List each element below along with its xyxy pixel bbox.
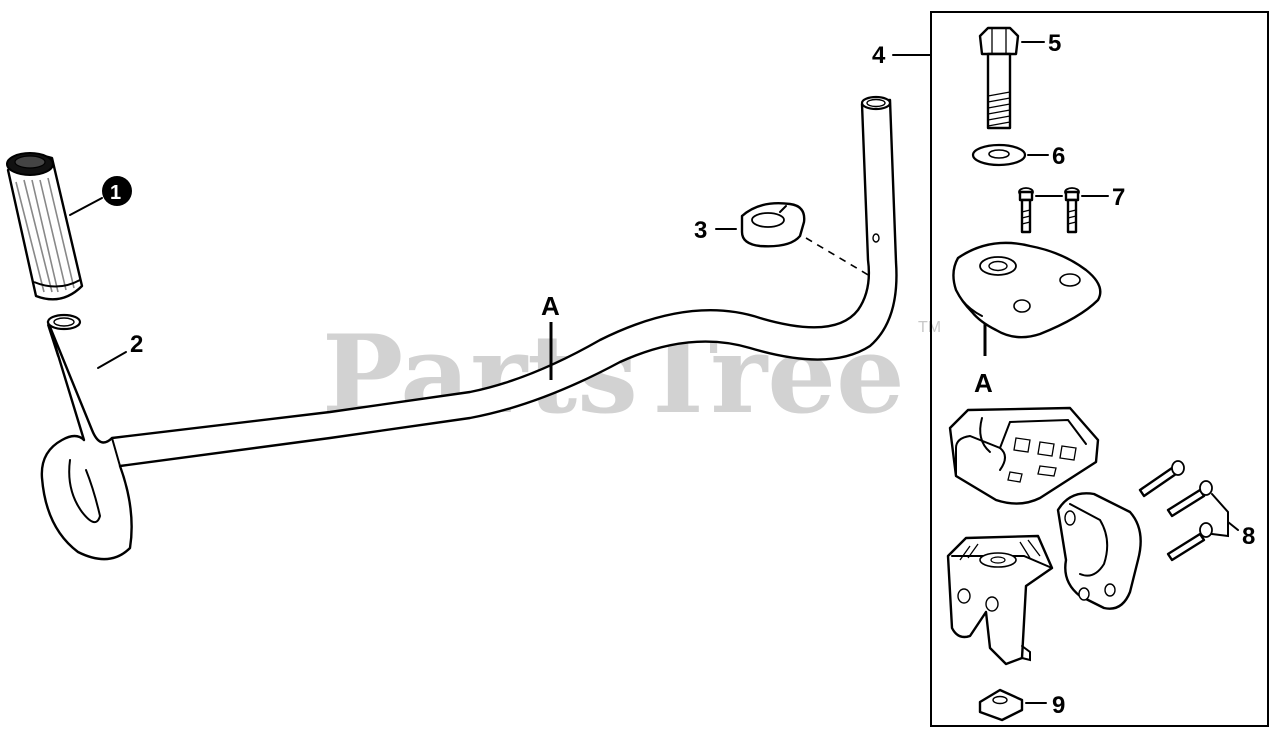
callout-1[interactable]: 1 <box>69 176 132 216</box>
callout-7-label: 7 <box>1112 184 1125 211</box>
handle-tube[interactable] <box>40 95 898 561</box>
long-screw-top[interactable] <box>1138 460 1185 498</box>
section-a-label-right: A <box>974 368 993 398</box>
clamp-lower-block[interactable] <box>946 534 1054 666</box>
section-marker-a-right: A <box>974 322 993 398</box>
square-nut[interactable] <box>978 688 1024 722</box>
callout-8-label: 8 <box>1242 523 1255 550</box>
hex-bolt[interactable] <box>978 26 1020 130</box>
section-a-label-left: A <box>541 291 560 321</box>
callout-4-label: 4 <box>872 42 886 69</box>
callout-2[interactable]: 2 <box>97 331 143 369</box>
handle-clip[interactable] <box>740 202 806 248</box>
clamp-cover-plate[interactable] <box>952 241 1102 339</box>
callout-3-label: 3 <box>694 217 707 244</box>
callout-9[interactable]: 9 <box>1025 692 1065 719</box>
callout-2-label: 2 <box>130 331 143 358</box>
callout-4[interactable]: 4 <box>872 42 932 69</box>
section-marker-a-left: A <box>541 291 560 380</box>
callout-3[interactable]: 3 <box>694 217 737 244</box>
hand-grip[interactable] <box>6 152 84 301</box>
watermark-trademark: TM <box>918 319 941 336</box>
clamp-side-block[interactable] <box>1056 492 1142 610</box>
callout-5[interactable]: 5 <box>1021 30 1061 57</box>
callout-6-label: 6 <box>1052 143 1065 170</box>
clamp-upper-block[interactable] <box>948 406 1100 505</box>
kit-box <box>930 11 1269 727</box>
callout-7[interactable]: 7 <box>1035 184 1125 211</box>
socket-screw-right[interactable] <box>1064 187 1080 234</box>
flat-washer[interactable] <box>971 143 1027 167</box>
callout-8[interactable]: 8 <box>1211 493 1255 550</box>
long-screw-middle[interactable] <box>1166 480 1213 518</box>
callout-5-label: 5 <box>1048 30 1061 57</box>
callout-9-label: 9 <box>1052 692 1065 719</box>
callout-6[interactable]: 6 <box>1027 143 1065 170</box>
socket-screw-left[interactable] <box>1018 187 1034 234</box>
long-screw-bottom[interactable] <box>1166 522 1213 562</box>
clip-alignment-line <box>805 237 871 277</box>
callout-1-label: 1 <box>110 182 121 204</box>
